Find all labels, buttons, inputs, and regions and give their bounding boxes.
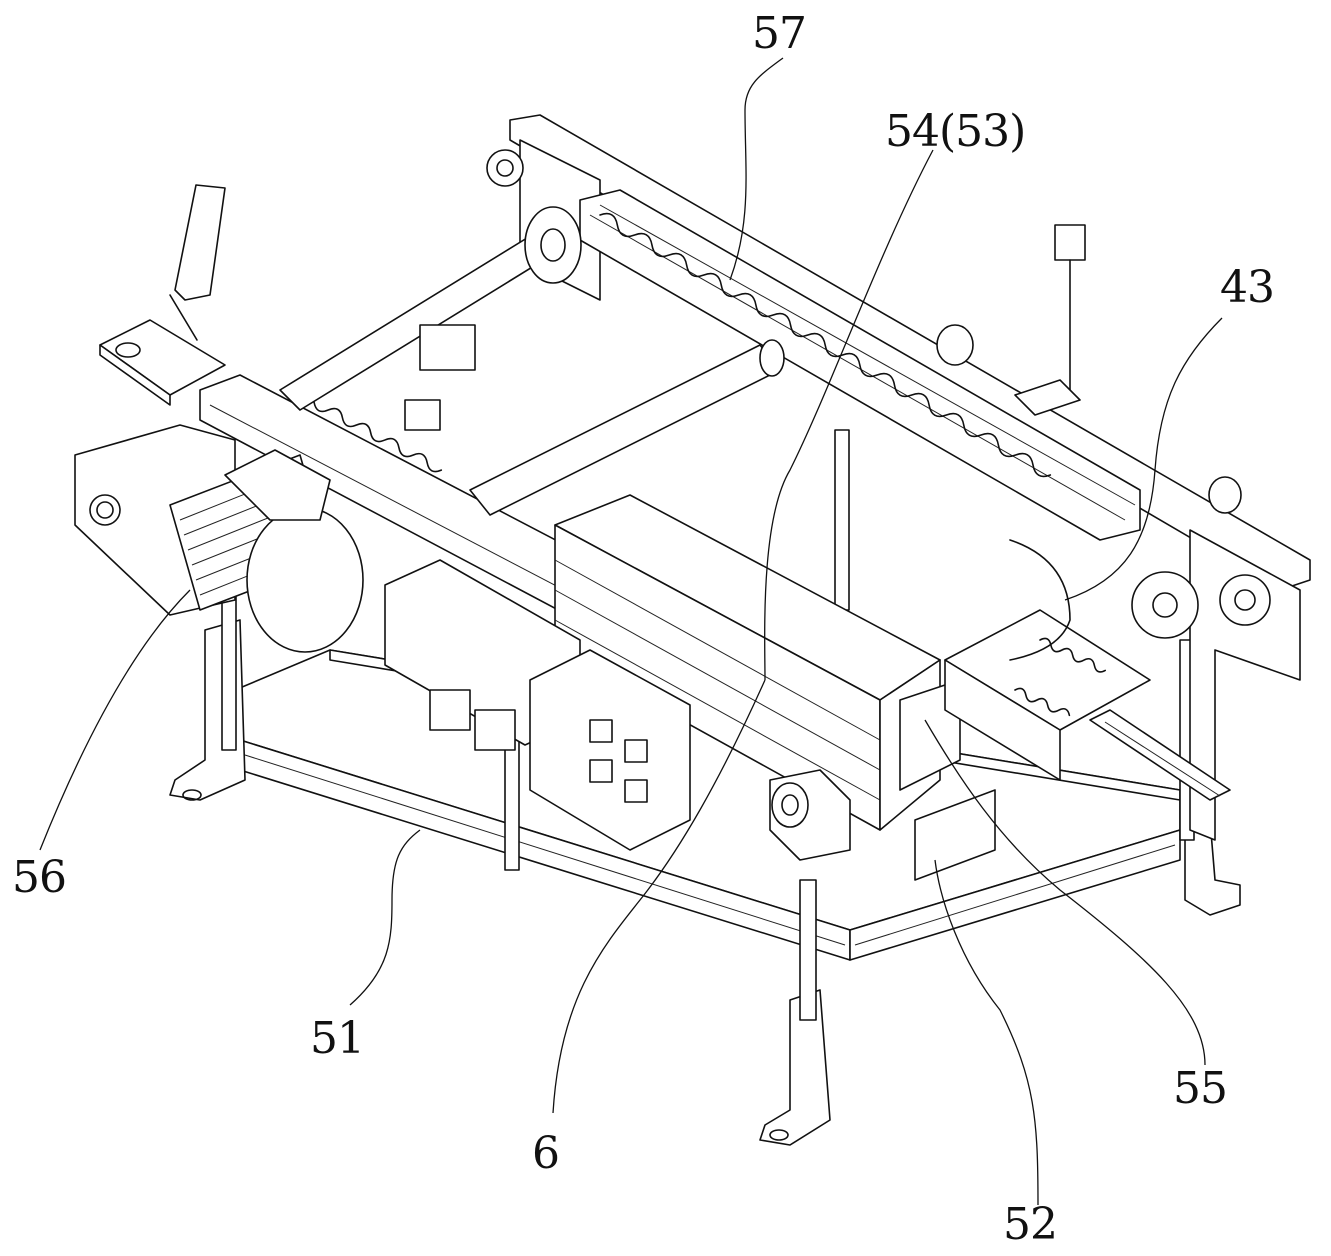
leader-lines [39, 57, 1223, 1206]
linear-slide-cylinder [554, 494, 941, 831]
bearing-block [769, 769, 851, 861]
top-frame-back [509, 114, 1311, 841]
frame-posts [221, 429, 1195, 1021]
cross-shaft [469, 339, 785, 516]
sprocket-guard [1009, 539, 1071, 661]
sprocket-wheels [486, 149, 1271, 639]
drive-motor [74, 424, 364, 653]
actuator-module [384, 559, 691, 851]
handle-lever [99, 184, 226, 406]
callout-51: 51 [310, 1013, 365, 1064]
callout-43: 43 [1220, 262, 1275, 313]
callout-57: 57 [752, 8, 807, 59]
callout-54-53: 54(53) [885, 106, 1026, 157]
frame-foot-front [759, 989, 831, 1146]
spring-gripper [944, 609, 1151, 781]
drive-shaft [279, 206, 582, 411]
callout-6: 6 [532, 1128, 560, 1179]
sensor-mounts [404, 224, 1242, 514]
drag-chain [1089, 709, 1231, 801]
callout-52: 52 [1003, 1199, 1058, 1250]
callout-56: 56 [12, 852, 67, 903]
callout-55: 55 [1173, 1063, 1228, 1114]
